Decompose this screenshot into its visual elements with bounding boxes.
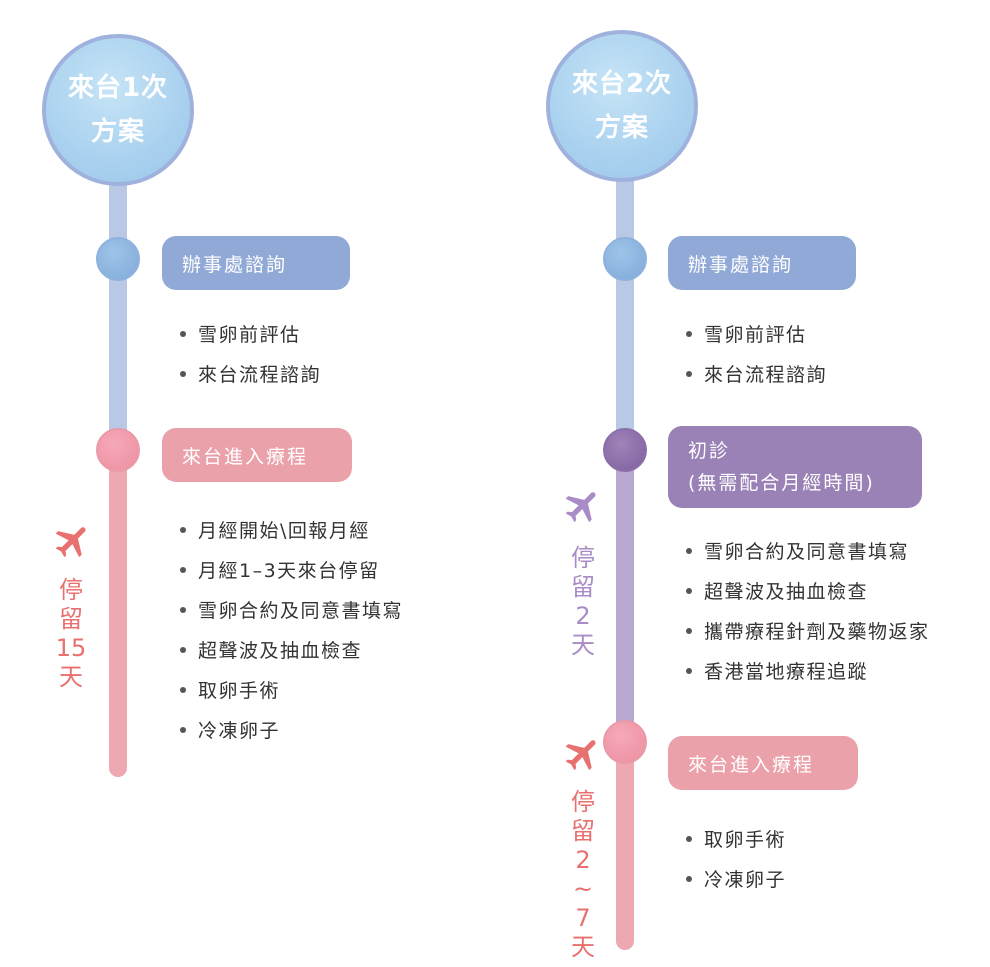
plan2-step1-list: 雪卵前評估 來台流程諮詢 [686,315,827,395]
list-item: 冷凍卵子 [180,711,403,751]
list-item: 攜帶療程針劑及藥物返家 [686,612,930,652]
plan2-step1-label: 辦事處諮詢 [668,236,856,290]
airplane-icon [565,492,596,523]
plan2-timeline-lower [616,740,634,950]
plan1-timeline-upper [109,180,127,460]
plan1-timeline-lower [109,455,127,777]
list-item: 雪卵合約及同意書填寫 [180,591,403,631]
plan1-title-circle: 來台1次 方案 [42,34,194,186]
plan2-step2-dot [603,428,647,472]
plan2-step3-dot [603,720,647,764]
plan2-title-circle: 來台2次 方案 [546,30,698,182]
plan1-step1-dot [96,237,140,281]
plan1-step2-dot [96,428,140,472]
plan2-step2-label: 初診 (無需配合月經時間) [668,426,922,508]
plan2-stay1-label: 停 留 2 天 [571,544,595,659]
list-item: 雪卵合約及同意書填寫 [686,532,930,572]
list-item: 雪卵前評估 [686,315,827,355]
list-item: 月經1–3天來台停留 [180,551,403,591]
plan2-step3-list: 取卵手術 冷凍卵子 [686,820,786,900]
plan2-step2-list: 雪卵合約及同意書填寫 超聲波及抽血檢查 攜帶療程針劑及藥物返家 香港當地療程追蹤 [686,532,930,692]
list-item: 超聲波及抽血檢查 [686,572,930,612]
list-item: 來台流程諮詢 [686,355,827,395]
plan1-step2-label: 來台進入療程 [162,428,352,482]
plan2-title-line1: 來台2次 [571,69,673,99]
plan1-title-line1: 來台1次 [67,73,169,103]
list-item: 取卵手術 [180,671,403,711]
list-item: 超聲波及抽血檢查 [180,631,403,671]
plan2-step2-label-line2: (無需配合月經時間) [688,472,875,494]
list-item: 香港當地療程追蹤 [686,652,930,692]
plan2-timeline-upper [616,180,634,450]
list-item: 取卵手術 [686,820,786,860]
plan2-step3-label: 來台進入療程 [668,736,858,790]
plan2-step2-label-line1: 初診 [688,440,731,462]
plan1-title-line2: 方案 [90,117,145,147]
list-item: 雪卵前評估 [180,315,321,355]
list-item: 月經開始\回報月經 [180,511,403,551]
plan2-stay2-label: 停 留 2 ~ 7 天 [571,788,595,961]
list-item: 來台流程諮詢 [180,355,321,395]
plan2-step1-dot [603,237,647,281]
plan1-step2-list: 月經開始\回報月經 月經1–3天來台停留 雪卵合約及同意書填寫 超聲波及抽血檢查… [180,511,403,751]
airplane-icon [55,527,86,558]
plan2-timeline-middle [616,447,634,742]
list-item: 冷凍卵子 [686,860,786,900]
plan1-step1-label: 辦事處諮詢 [162,236,350,290]
plan1-step1-list: 雪卵前評估 來台流程諮詢 [180,315,321,395]
airplane-icon [565,740,596,771]
plan2-title-line2: 方案 [594,113,649,143]
plan1-stay-label: 停 留 15 天 [55,576,87,691]
